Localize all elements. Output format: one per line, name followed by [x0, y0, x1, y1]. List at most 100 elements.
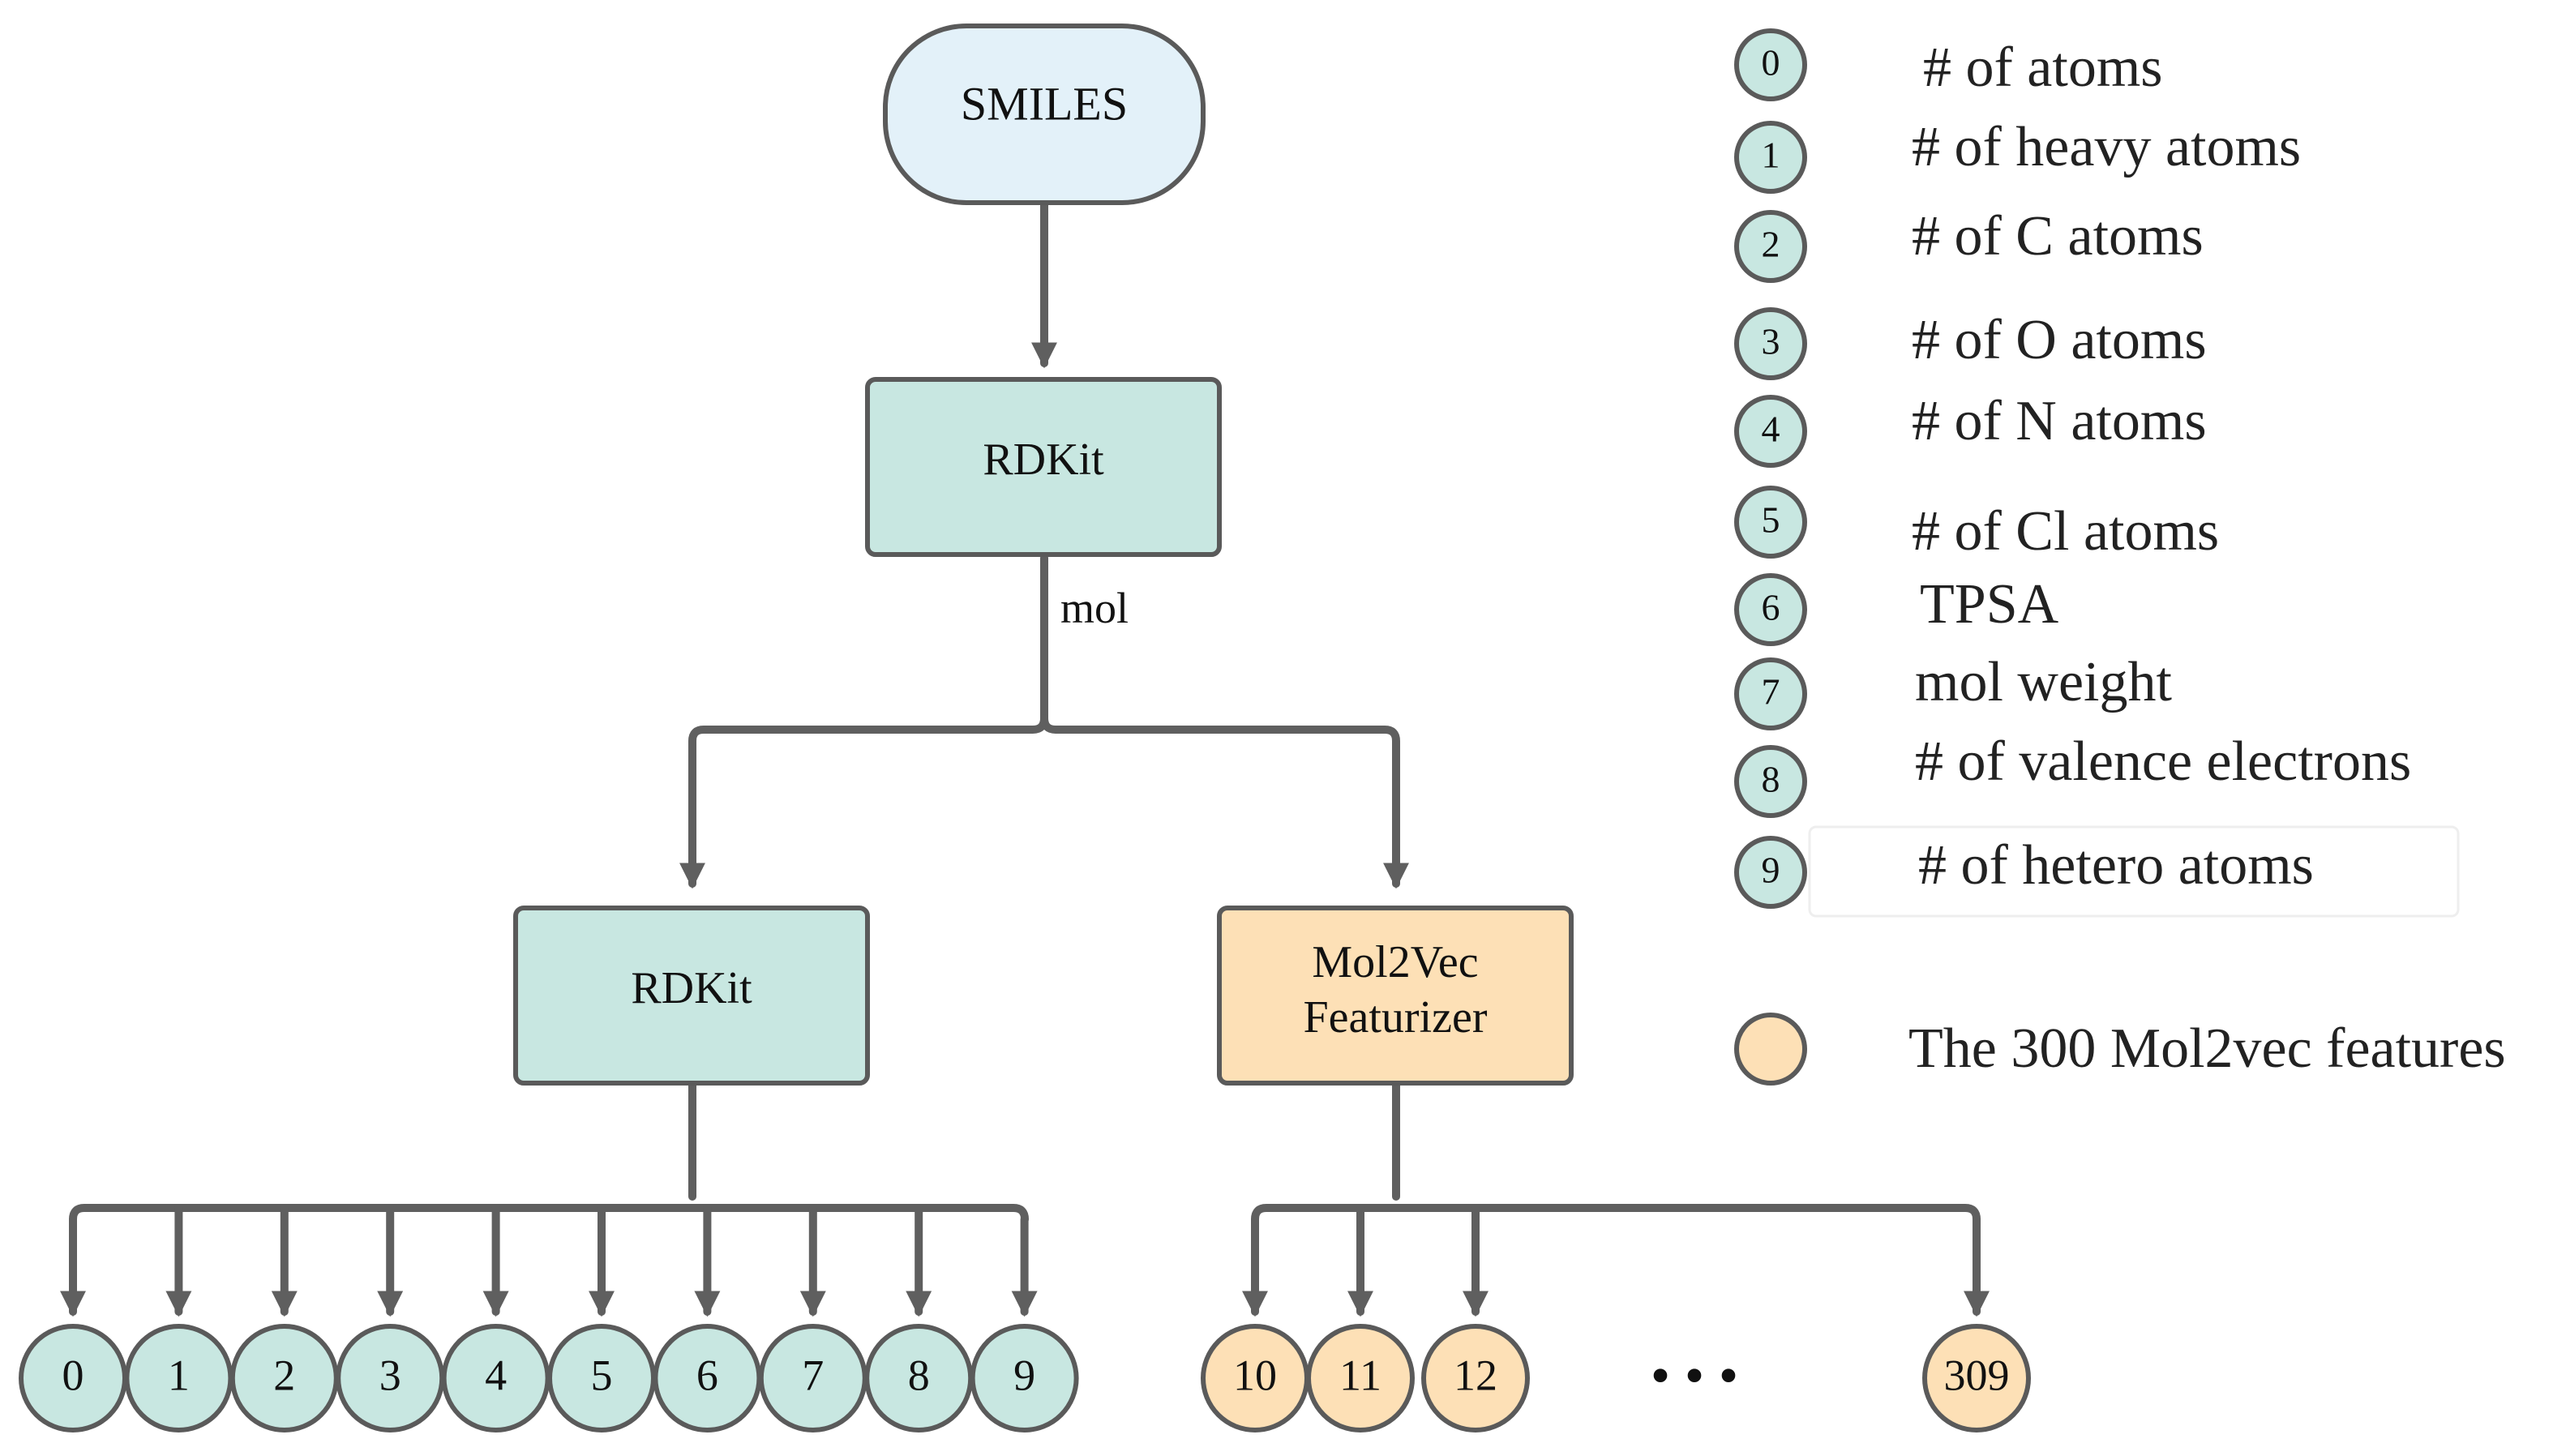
rdkit-left-node-shape — [513, 906, 870, 1086]
rdkit-feature-number: 4 — [485, 1351, 507, 1399]
mol2vec-feature-circles: 10 11 12 309 — [1201, 1324, 2031, 1432]
legend-item-text: # of heavy atoms — [1912, 116, 2301, 178]
legend-item-number: 4 — [1762, 409, 1780, 450]
legend-item-number: 8 — [1762, 759, 1780, 800]
smiles-node-label: SMILES — [961, 77, 1128, 130]
rdkit-feature-number: 0 — [62, 1351, 84, 1399]
rdkit-feature-node: 0 — [19, 1324, 127, 1432]
mol2vec-feature-node: 309 — [1922, 1324, 2031, 1432]
mol2vec-feature-number: 11 — [1339, 1351, 1381, 1399]
mol2vec-node-shape — [1217, 906, 1574, 1086]
rdkit-left-node: RDKit — [513, 906, 870, 1086]
legend-item-text: # of valence electrons — [1915, 730, 2411, 793]
mol2vec-feature-circle — [1306, 1324, 1415, 1432]
legend-item-text: # of Cl atoms — [1912, 500, 2219, 563]
rdkit-feature-node: 9 — [970, 1324, 1079, 1432]
smiles-node-shape — [883, 24, 1206, 205]
legend-item-number: 2 — [1762, 224, 1780, 265]
legend-item-text: # of N atoms — [1912, 390, 2207, 452]
arrow-to-rdkit-left — [679, 714, 1048, 889]
mol2vec-feature-node: 10 — [1201, 1324, 1309, 1432]
rdkit-feature-number: 9 — [1013, 1351, 1035, 1399]
rdkit-feature-number: 5 — [591, 1351, 613, 1399]
legend-item-number: 9 — [1762, 850, 1780, 891]
rdkit-feature-circles: 0 1 2 3 4 5 6 7 8 9 — [19, 1324, 1079, 1432]
legend-item-text: # of O atoms — [1912, 309, 2207, 371]
legend: 0 # of atoms 1 # of heavy atoms 2 # of C atom… — [1734, 28, 2506, 1086]
legend-item-number: 7 — [1762, 671, 1780, 713]
legend-item-circle — [1734, 745, 1807, 818]
rdkit-feature-number: 3 — [379, 1351, 401, 1399]
wire-rdkit-bus — [69, 1204, 1029, 1223]
mol2vec-feature-circle — [1421, 1324, 1530, 1432]
rdkit-feature-node: 3 — [336, 1324, 445, 1432]
rdkit-feature-number: 8 — [908, 1351, 930, 1399]
rdkit-feature-node: 1 — [124, 1324, 233, 1432]
legend-item-number: 1 — [1762, 135, 1780, 176]
mol2vec-feature-node: 11 — [1306, 1324, 1415, 1432]
rdkit-feature-node: 5 — [547, 1324, 656, 1432]
legend-item: 6 TPSA — [1734, 573, 2059, 646]
rdkit-feature-node: 6 — [653, 1324, 762, 1432]
mol2vec-node-label-line2: Featurizer — [1304, 992, 1488, 1043]
rdkit-feature-arrows — [59, 1204, 1038, 1317]
rdkit-top-node-label: RDKit — [983, 435, 1104, 485]
rdkit-left-node-label: RDKit — [631, 963, 752, 1013]
legend-item: 8 # of valence electrons — [1734, 730, 2411, 818]
legend-item: 9 # of hetero atoms — [1734, 834, 2314, 909]
rdkit-feature-number: 2 — [273, 1351, 295, 1399]
arrow-to-mol2vec — [1040, 714, 1410, 889]
mol2vec-node: Mol2Vec Featurizer — [1217, 906, 1574, 1086]
legend-item: 7 mol weight — [1734, 651, 2172, 730]
legend-item-number: 6 — [1762, 587, 1780, 628]
legend-item-number: 5 — [1762, 499, 1780, 541]
rdkit-feature-circle — [970, 1324, 1079, 1432]
legend-item: 3 # of O atoms — [1734, 307, 2207, 380]
legend-item: 5 # of Cl atoms — [1734, 486, 2219, 563]
features-ellipsis: • • • — [1651, 1345, 1739, 1407]
rdkit-top-node-shape — [865, 377, 1222, 557]
rdkit-feature-number: 1 — [168, 1351, 190, 1399]
legend-mol2vec-text: The 300 Mol2vec features — [1908, 1017, 2506, 1080]
rdkit-feature-node: 7 — [758, 1324, 867, 1432]
legend-item-text: # of C atoms — [1912, 205, 2204, 268]
legend-item-text: # of hetero atoms — [1918, 834, 2314, 897]
edge-label-mol: mol — [1060, 584, 1129, 632]
legend-mol2vec-swatch — [1734, 1013, 1807, 1086]
mol2vec-feature-node: 12 — [1421, 1324, 1530, 1432]
legend-item-text: TPSA — [1920, 573, 2059, 636]
legend-item-circle — [1734, 307, 1807, 380]
legend-item: 1 # of heavy atoms — [1734, 116, 2301, 194]
legend-item-circle — [1734, 486, 1807, 559]
mol2vec-feature-number: 10 — [1233, 1351, 1277, 1399]
legend-item-circle — [1734, 28, 1807, 101]
legend-item-number: 0 — [1762, 42, 1780, 84]
legend-item: 0 # of atoms — [1734, 28, 2163, 101]
legend-item: 4 # of N atoms — [1734, 390, 2207, 468]
legend-highlight-row — [1808, 825, 2460, 918]
rdkit-feature-number: 6 — [696, 1351, 718, 1399]
connectors — [59, 200, 1990, 1317]
rdkit-top-node: RDKit — [865, 377, 1222, 557]
legend-item-text: # of atoms — [1923, 36, 2163, 99]
rdkit-feature-node: 4 — [441, 1324, 550, 1432]
mol2vec-feature-circle — [1922, 1324, 2031, 1432]
rdkit-feature-number: 7 — [802, 1351, 824, 1399]
smiles-node: SMILES — [883, 24, 1206, 205]
legend-item: 2 # of C atoms — [1734, 205, 2204, 283]
legend-item-circle — [1734, 573, 1807, 646]
mol2vec-feature-arrows — [1241, 1204, 1990, 1317]
legend-item-number: 3 — [1762, 321, 1780, 362]
legend-item-circle — [1734, 121, 1807, 194]
rdkit-feature-node: 8 — [864, 1324, 974, 1432]
mol2vec-feature-number: 12 — [1454, 1351, 1497, 1399]
rdkit-feature-node: 2 — [229, 1324, 339, 1432]
legend-item-text: mol weight — [1915, 651, 2172, 713]
legend-item-circle — [1734, 210, 1807, 283]
mol2vec-node-label-line1: Mol2Vec — [1312, 937, 1478, 987]
legend-items: 0 # of atoms 1 # of heavy atoms 2 # of C atom… — [1734, 28, 2411, 909]
legend-item-circle — [1734, 657, 1807, 730]
legend-item-circle — [1734, 836, 1807, 909]
mol2vec-feature-number: 309 — [1944, 1351, 2010, 1399]
